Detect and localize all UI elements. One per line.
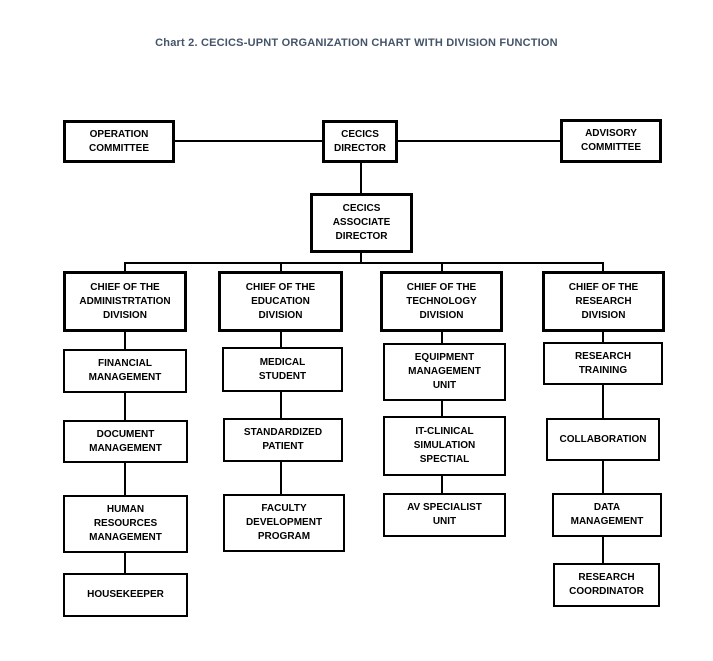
connector-collaboration-to-data: [602, 461, 604, 493]
node-advisory-committee: ADVISORY COMMITTEE: [560, 119, 662, 163]
node-standardized-patient: STANDARDIZED PATIENT: [223, 418, 343, 462]
node-av-specialist-unit: AV SPECIALIST UNIT: [383, 493, 506, 537]
node-data-management: DATA MANAGEMENT: [552, 493, 662, 537]
connector-associate-to-bus: [360, 253, 362, 264]
connector-director-to-advisory: [398, 140, 560, 142]
node-equipment-management-unit: EQUIPMENT MANAGEMENT UNIT: [383, 343, 506, 401]
connector-data-to-coordinator: [602, 537, 604, 563]
node-operation-committee: OPERATION COMMITTEE: [63, 120, 175, 163]
chart-title: Chart 2. CECICS-UPNT ORGANIZATION CHART …: [155, 37, 558, 49]
connector-equipment-to-itclinical: [441, 401, 443, 416]
connector-training-to-collaboration: [602, 385, 604, 418]
connector-bus-to-chief-research: [602, 262, 604, 271]
connector-bus-to-chief-administration: [124, 262, 126, 271]
connector-division-bus: [124, 262, 604, 264]
node-housekeeper: HOUSEKEEPER: [63, 573, 188, 617]
node-financial-management: FINANCIAL MANAGEMENT: [63, 349, 187, 393]
connector-financial-to-document: [124, 393, 126, 420]
connector-bus-to-chief-education: [280, 262, 282, 271]
node-cecics-associate-director: CECICS ASSOCIATE DIRECTOR: [310, 193, 413, 253]
node-collaboration: COLLABORATION: [546, 418, 660, 461]
node-document-management: DOCUMENT MANAGEMENT: [63, 420, 188, 463]
node-research-coordinator: RESEARCH COORDINATOR: [553, 563, 660, 607]
connector-medical-to-standardized: [280, 392, 282, 418]
connector-itclinical-to-av: [441, 476, 443, 493]
node-medical-student: MEDICAL STUDENT: [222, 347, 343, 392]
connector-tech-chief-to-equipment: [441, 332, 443, 343]
connector-research-chief-to-training: [602, 332, 604, 342]
node-human-resources-management: HUMAN RESOURCES MANAGEMENT: [63, 495, 188, 553]
connector-operation-to-director: [175, 140, 322, 142]
node-it-clinical-simulation-spectial: IT-CLINICAL SIMULATION SPECTIAL: [383, 416, 506, 476]
connector-director-to-associate: [360, 163, 362, 193]
connector-standardized-to-faculty: [280, 462, 282, 494]
node-chief-administration-division: CHIEF OF THE ADMINISTRTATION DIVISION: [63, 271, 187, 332]
connector-bus-to-chief-technology: [441, 262, 443, 271]
connector-hr-to-housekeeper: [124, 553, 126, 573]
node-faculty-development-program: FACULTY DEVELOPMENT PROGRAM: [223, 494, 345, 552]
node-chief-education-division: CHIEF OF THE EDUCATION DIVISION: [218, 271, 343, 332]
node-research-training: RESEARCH TRAINING: [543, 342, 663, 385]
connector-document-to-hr: [124, 463, 126, 495]
node-cecics-director: CECICS DIRECTOR: [322, 120, 398, 163]
node-chief-technology-division: CHIEF OF THE TECHNOLOGY DIVISION: [380, 271, 503, 332]
connector-edu-chief-to-medical: [280, 332, 282, 347]
connector-admin-chief-to-financial: [124, 332, 126, 349]
node-chief-research-division: CHIEF OF THE RESEARCH DIVISION: [542, 271, 665, 332]
